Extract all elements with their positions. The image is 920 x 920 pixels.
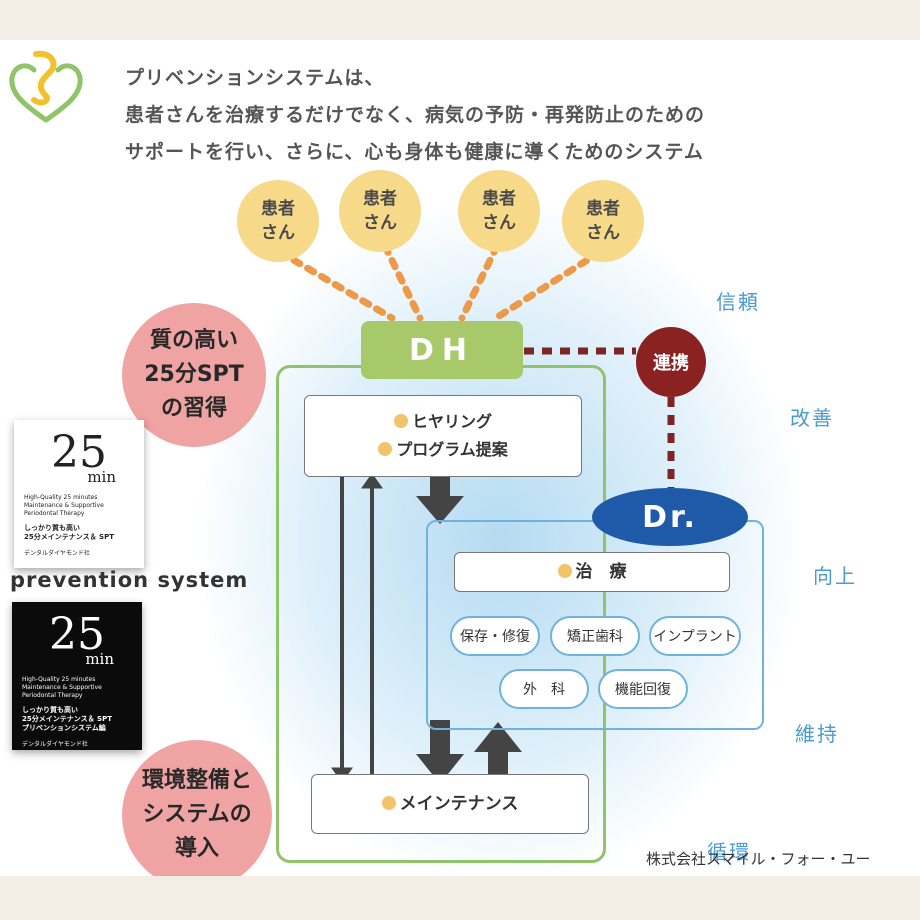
block-arrow-down-1 bbox=[416, 470, 464, 524]
patient-circle-3: 患者 さん bbox=[458, 170, 540, 252]
treatment-box: 治 療 bbox=[454, 552, 730, 592]
bullet-dot-icon bbox=[557, 564, 572, 578]
book-2-number: 25 bbox=[49, 609, 105, 660]
treatment-item: 治 療 bbox=[557, 558, 627, 586]
patient-connectors bbox=[276, 242, 604, 322]
patient-connector-1 bbox=[276, 248, 396, 322]
treatment-pill-orthodontics: 矯正歯科 bbox=[550, 616, 640, 656]
pink-circle-system: 環境整備と システムの 導入 bbox=[122, 740, 272, 876]
bullet-dot-icon bbox=[378, 442, 393, 456]
book-1-unit: min bbox=[87, 468, 116, 486]
block-arrow-up bbox=[474, 722, 522, 784]
headline-line-3: サポートを行い、さらに、心も身体も健康に導くためのシステム bbox=[125, 141, 704, 163]
block-arrow-down-2 bbox=[416, 720, 464, 784]
dr-label: Dr. bbox=[592, 488, 748, 546]
patient-connector-4 bbox=[492, 248, 604, 322]
connector-lines bbox=[276, 242, 675, 784]
book-2-subtitle: High-Quality 25 minutes Maintenance & Su… bbox=[22, 676, 102, 699]
hearing-label: ヒヤリング bbox=[411, 412, 492, 431]
patient-circle-1: 患者 さん bbox=[237, 180, 319, 262]
up-arrow-head bbox=[361, 473, 383, 489]
patient-circle-4: 患者 さん bbox=[562, 180, 644, 262]
side-word-trust: 信頼 bbox=[716, 290, 760, 314]
book-1-title: しっかり質も高い 25分メインテナンス＆ SPT bbox=[24, 524, 114, 541]
headline: プリベンションシステムは、 患者さんを治療するだけでなく、病気の予防・再発防止の… bbox=[125, 60, 845, 171]
headline-line-2: 患者さんを治療するだけでなく、病気の予防・再発防止のための bbox=[125, 104, 706, 126]
treatment-pill-function-recovery: 機能回復 bbox=[598, 669, 688, 709]
hearing-program-box: ヒヤリング プログラム提案 bbox=[304, 395, 582, 477]
book-1-publisher: デンタルダイヤモンド社 bbox=[24, 550, 90, 557]
dh-label: DH bbox=[361, 321, 523, 379]
program-label: プログラム提案 bbox=[396, 440, 508, 459]
book-2-publisher: デンタルダイヤモンド社 bbox=[22, 741, 88, 748]
side-word-progress: 向上 bbox=[813, 564, 857, 588]
book-1-number: 25 bbox=[51, 427, 107, 478]
side-word-cycle: 循環 bbox=[707, 840, 751, 864]
book-2-unit: min bbox=[85, 650, 114, 668]
book-cover-2: 25 min High-Quality 25 minutes Maintenan… bbox=[12, 602, 142, 750]
prevention-system-label: prevention system bbox=[10, 568, 249, 592]
maintenance-box: メインテナンス bbox=[311, 774, 589, 834]
heart-logo-icon bbox=[9, 50, 83, 123]
book-cover-1: 25 min High-Quality 25 minutes Maintenan… bbox=[14, 420, 144, 568]
treatment-pill-implant: インプラント bbox=[649, 616, 741, 656]
patient-circle-2: 患者 さん bbox=[339, 170, 421, 252]
renkei-circle: 連携 bbox=[636, 327, 706, 397]
patient-connector-3 bbox=[458, 242, 501, 322]
treatment-label: 治 療 bbox=[575, 562, 627, 582]
renkei-connectors bbox=[524, 347, 675, 488]
bullet-dot-icon bbox=[381, 796, 396, 810]
book-1-subtitle: High-Quality 25 minutes Maintenance & Su… bbox=[24, 494, 104, 517]
diagram-frame: プリベンションシステムは、 患者さんを治療するだけでなく、病気の予防・再発防止の… bbox=[0, 40, 920, 876]
bullet-dot-icon bbox=[393, 414, 408, 428]
book-2-title: しっかり質も高い 25分メインテナンス＆ SPT プリベンションシステム編 bbox=[22, 706, 112, 732]
side-word-maintain: 維持 bbox=[795, 722, 839, 746]
patient-connector-2 bbox=[381, 242, 424, 322]
headline-line-1: プリベンションシステムは、 bbox=[125, 67, 385, 89]
treatment-pill-surgery: 外 科 bbox=[499, 669, 589, 709]
company-credit: 株式会社スマイル・フォー・ユー bbox=[646, 850, 871, 868]
pink-circle-spt: 質の高い 25分SPT の習得 bbox=[122, 303, 266, 447]
hearing-item: ヒヤリング bbox=[393, 408, 492, 436]
block-arrows bbox=[416, 470, 522, 784]
maintenance-label: メインテナンス bbox=[399, 794, 519, 814]
program-item: プログラム提案 bbox=[378, 436, 508, 464]
treatment-pill-restoration: 保存・修復 bbox=[450, 616, 540, 656]
side-word-improvement: 改善 bbox=[790, 406, 834, 430]
maintenance-item: メインテナンス bbox=[381, 790, 519, 818]
